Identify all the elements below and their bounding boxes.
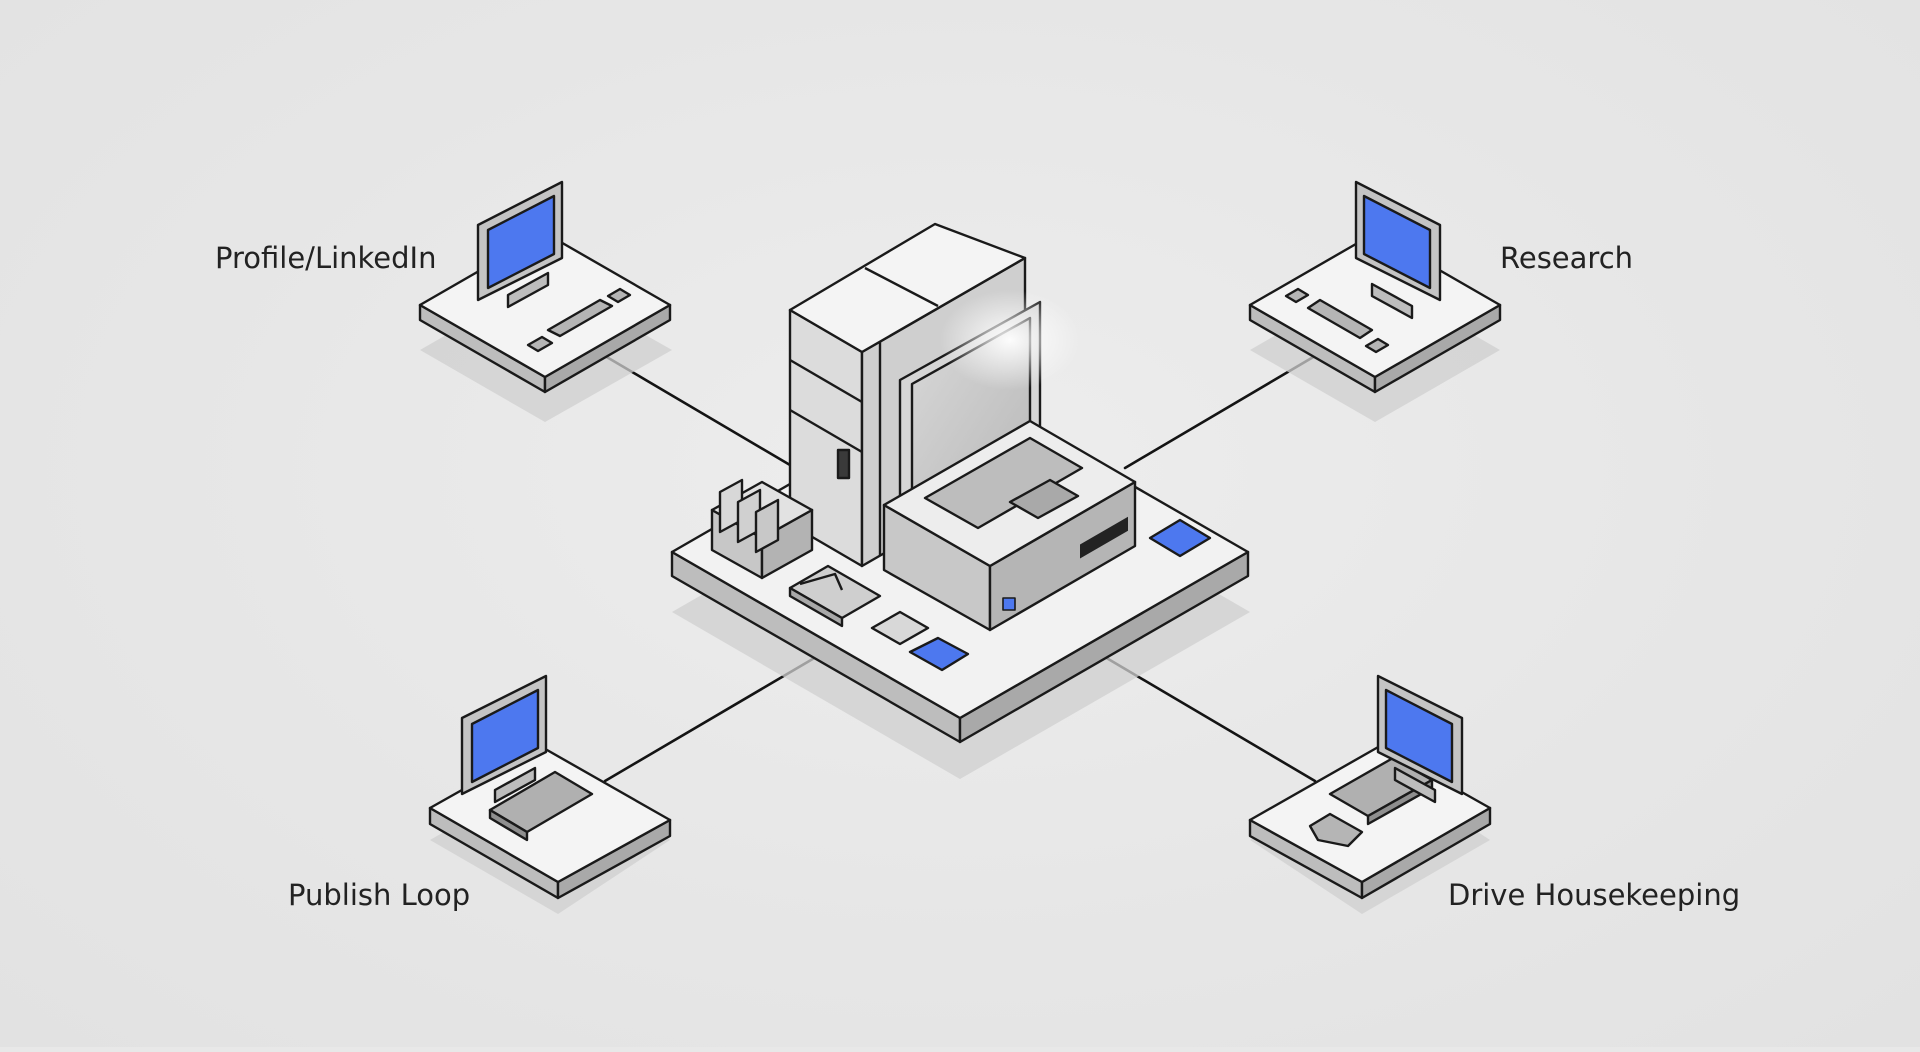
node-publish[interactable]: Publish Loop	[288, 674, 672, 914]
central-workstation	[670, 222, 1250, 779]
node-label-drive: Drive Housekeeping	[1448, 878, 1740, 912]
screen-glow	[940, 290, 1080, 390]
edge-hub-research	[1123, 354, 1317, 470]
desk-unit	[882, 419, 1137, 632]
edge-hub-profile	[603, 354, 792, 467]
node-label-research: Research	[1500, 241, 1633, 275]
desktop-monitor-icon	[476, 180, 564, 309]
file-box-icon	[710, 478, 814, 580]
desktop-monitor-icon	[1376, 674, 1464, 804]
envelope-icon	[788, 564, 882, 628]
desktop-monitor-icon	[460, 674, 548, 804]
node-profile[interactable]: Profile/LinkedIn	[215, 180, 672, 422]
node-research[interactable]: Research	[1248, 180, 1633, 422]
phone-icon	[870, 518, 1212, 672]
node-label-profile: Profile/LinkedIn	[215, 241, 436, 275]
node-label-publish: Publish Loop	[288, 878, 470, 912]
monitor-icon	[898, 290, 1080, 520]
desktop-monitor-icon	[1354, 180, 1442, 320]
node-drive[interactable]: Drive Housekeeping	[1248, 674, 1740, 914]
